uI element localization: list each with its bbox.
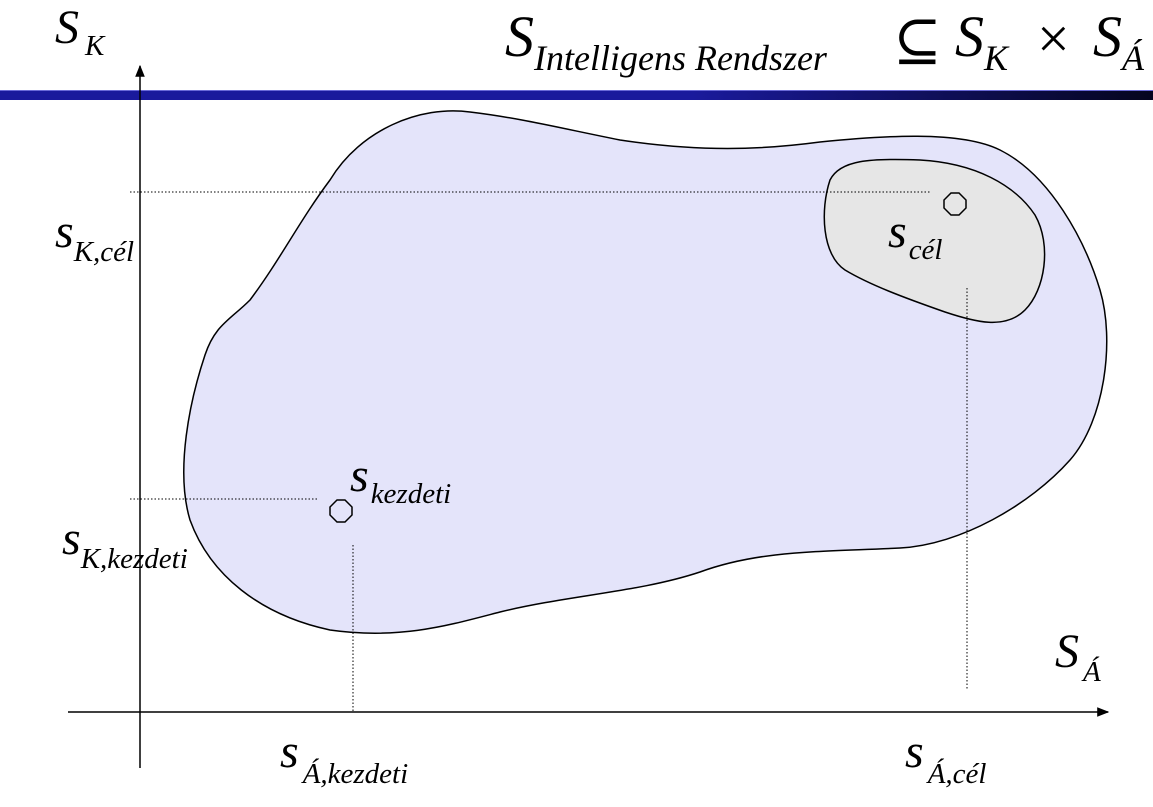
- y-axis-letter: S: [55, 1, 79, 54]
- label-s-kezdeti-letter: s: [350, 449, 369, 502]
- label-s-kezdeti-sub: kezdeti: [370, 478, 452, 510]
- label-s-a-cel-sub: Á,cél: [927, 758, 987, 790]
- title-factor1-letter: S: [955, 4, 984, 69]
- start-state-marker: [329, 499, 353, 523]
- label-s-k-cel-sub: K,cél: [73, 236, 135, 268]
- title-times: ×: [1037, 6, 1070, 71]
- label-s-k-kezdeti-sub: K,kezdeti: [80, 543, 188, 575]
- x-axis-letter: S: [1055, 625, 1079, 678]
- title-factor2-sub: Á: [1122, 38, 1144, 78]
- goal-state-marker: [943, 192, 967, 216]
- title-factor1-sub: K: [984, 38, 1009, 78]
- label-s-k-kezdeti-letter: s: [62, 512, 81, 565]
- label-s-a-cel-letter: s: [905, 725, 924, 778]
- label-s-k-cel-letter: s: [55, 205, 74, 258]
- title-relation: ⊆: [893, 8, 942, 73]
- label-s-cel-sub: cél: [908, 234, 943, 266]
- label-s-a-kezdeti-letter: s: [280, 725, 299, 778]
- title-main: S: [505, 4, 534, 69]
- label-s-cel-letter: s: [888, 205, 907, 258]
- label-s-kezdeti: skezdeti: [350, 449, 451, 509]
- label-s-k-kezdeti: sK,kezdeti: [62, 512, 188, 574]
- label-s-a-kezdeti-sub: Á,kezdeti: [302, 758, 409, 790]
- y-axis-sub: K: [85, 30, 105, 62]
- header-bar: [0, 90, 1153, 100]
- x-axis-sub: Á: [1083, 656, 1101, 688]
- title-factor1: SK: [955, 8, 1008, 77]
- label-s-cel: scél: [888, 205, 943, 265]
- title-formula: SIntelligens Rendszer: [505, 8, 827, 77]
- title-factor2: SÁ: [1093, 8, 1144, 77]
- goal-region: [823, 158, 1046, 323]
- title-factor2-letter: S: [1093, 4, 1122, 69]
- title-subscript: Intelligens Rendszer: [534, 38, 827, 78]
- label-s-k-cel: sK,cél: [55, 205, 134, 267]
